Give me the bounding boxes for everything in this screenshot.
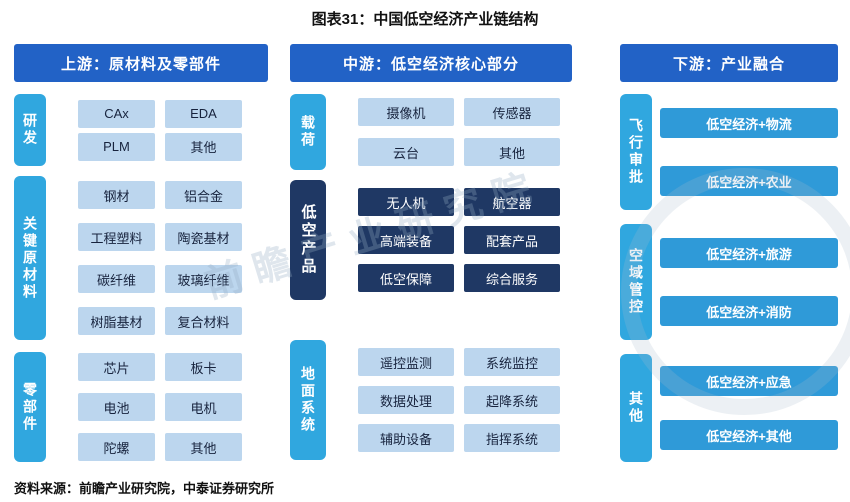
chain-item: 电池: [78, 393, 155, 421]
section-flight-approval-items: 低空经济+物流 低空经济+农业: [660, 94, 838, 210]
chain-item: PLM: [78, 132, 155, 161]
section-key-raw-materials-label: 关键原材料: [14, 176, 46, 340]
column-upstream-header: 上游：原材料及零部件: [14, 44, 268, 82]
column-midstream: 中游：低空经济核心部分 载荷 摄像机 传感器 云台 其他 低空产品 无人机 航空…: [290, 44, 572, 460]
chain-item: 板卡: [165, 353, 242, 381]
chain-item: 芯片: [78, 353, 155, 381]
section-other-label: 其他: [620, 354, 652, 462]
section-key-raw-materials: 关键原材料 钢材 铝合金 工程塑料 陶瓷基材 碳纤维 玻璃纤维 树脂基材 复合材…: [14, 176, 268, 340]
section-components-label: 零部件: [14, 352, 46, 462]
section-components: 零部件 芯片 板卡 电池 电机 陀螺 其他: [14, 352, 268, 462]
chain-item: 低空经济+物流: [660, 108, 838, 138]
chain-item: 铝合金: [165, 181, 242, 209]
section-rnd: 研发 CAx EDA PLM 其他: [14, 94, 268, 166]
chain-item: 玻璃纤维: [165, 265, 242, 293]
chain-item: 配套产品: [464, 226, 560, 254]
section-low-altitude-products: 低空产品 无人机 航空器 高端装备 配套产品 低空保障 综合服务: [290, 180, 572, 300]
chain-item: 摄像机: [358, 98, 454, 126]
chain-item: 综合服务: [464, 264, 560, 292]
chain-item: 航空器: [464, 188, 560, 216]
section-airspace-control: 空域管控 低空经济+旅游 低空经济+消防: [620, 224, 838, 340]
chain-item: 低空经济+消防: [660, 296, 838, 326]
chain-item: 其他: [165, 132, 242, 161]
chain-item: CAx: [78, 99, 155, 128]
chain-item: 陀螺: [78, 433, 155, 461]
chain-item: 低空经济+旅游: [660, 238, 838, 268]
section-flight-approval-label: 飞行审批: [620, 94, 652, 210]
chain-item: 辅助设备: [358, 424, 454, 452]
chain-item: 其他: [165, 433, 242, 461]
chain-item: 指挥系统: [464, 424, 560, 452]
chain-item: EDA: [165, 99, 242, 128]
chain-item: 无人机: [358, 188, 454, 216]
column-upstream: 上游：原材料及零部件 研发 CAx EDA PLM 其他 关键原材料 钢材 铝合…: [14, 44, 268, 462]
column-downstream-header: 下游：产业融合: [620, 44, 838, 82]
chain-item: 陶瓷基材: [165, 223, 242, 251]
source-note: 资料来源：前瞻产业研究院，中泰证券研究所: [14, 481, 275, 496]
chain-item: 电机: [165, 393, 242, 421]
page-title: 图表31：中国低空经济产业链结构: [311, 11, 539, 28]
chain-item: 传感器: [464, 98, 560, 126]
section-ground-systems-label: 地面系统: [290, 340, 326, 460]
chain-item: 云台: [358, 138, 454, 166]
section-payload-label: 载荷: [290, 94, 326, 170]
section-key-raw-materials-items: 钢材 铝合金 工程塑料 陶瓷基材 碳纤维 玻璃纤维 树脂基材 复合材料: [78, 176, 242, 340]
chain-item: 复合材料: [165, 307, 242, 335]
column-midstream-header: 中游：低空经济核心部分: [290, 44, 572, 82]
section-airspace-control-label: 空域管控: [620, 224, 652, 340]
chain-item: 高端装备: [358, 226, 454, 254]
section-payload-items: 摄像机 传感器 云台 其他: [358, 94, 560, 170]
section-low-altitude-products-items: 无人机 航空器 高端装备 配套产品 低空保障 综合服务: [358, 180, 560, 300]
chain-item: 遥控监测: [358, 348, 454, 376]
chain-item: 其他: [464, 138, 560, 166]
chain-item: 碳纤维: [78, 265, 155, 293]
section-rnd-items: CAx EDA PLM 其他: [78, 94, 242, 166]
section-other-items: 低空经济+应急 低空经济+其他: [660, 354, 838, 462]
section-ground-systems-items: 遥控监测 系统监控 数据处理 起降系统 辅助设备 指挥系统: [358, 340, 560, 460]
chain-item: 低空经济+农业: [660, 166, 838, 196]
chain-item: 工程塑料: [78, 223, 155, 251]
section-rnd-label: 研发: [14, 94, 46, 166]
section-ground-systems: 地面系统 遥控监测 系统监控 数据处理 起降系统 辅助设备 指挥系统: [290, 340, 572, 460]
section-low-altitude-products-label: 低空产品: [290, 180, 326, 300]
section-components-items: 芯片 板卡 电池 电机 陀螺 其他: [78, 352, 242, 462]
chain-item: 低空保障: [358, 264, 454, 292]
section-payload: 载荷 摄像机 传感器 云台 其他: [290, 94, 572, 170]
column-downstream: 下游：产业融合 飞行审批 低空经济+物流 低空经济+农业 空域管控 低空经济+旅…: [620, 44, 838, 462]
section-airspace-control-items: 低空经济+旅游 低空经济+消防: [660, 224, 838, 340]
chain-item: 钢材: [78, 181, 155, 209]
section-other: 其他 低空经济+应急 低空经济+其他: [620, 354, 838, 462]
chain-item: 数据处理: [358, 386, 454, 414]
chain-item: 系统监控: [464, 348, 560, 376]
chain-item: 低空经济+应急: [660, 366, 838, 396]
chain-item: 起降系统: [464, 386, 560, 414]
chain-item: 低空经济+其他: [660, 420, 838, 450]
chain-item: 树脂基材: [78, 307, 155, 335]
section-flight-approval: 飞行审批 低空经济+物流 低空经济+农业: [620, 94, 838, 210]
